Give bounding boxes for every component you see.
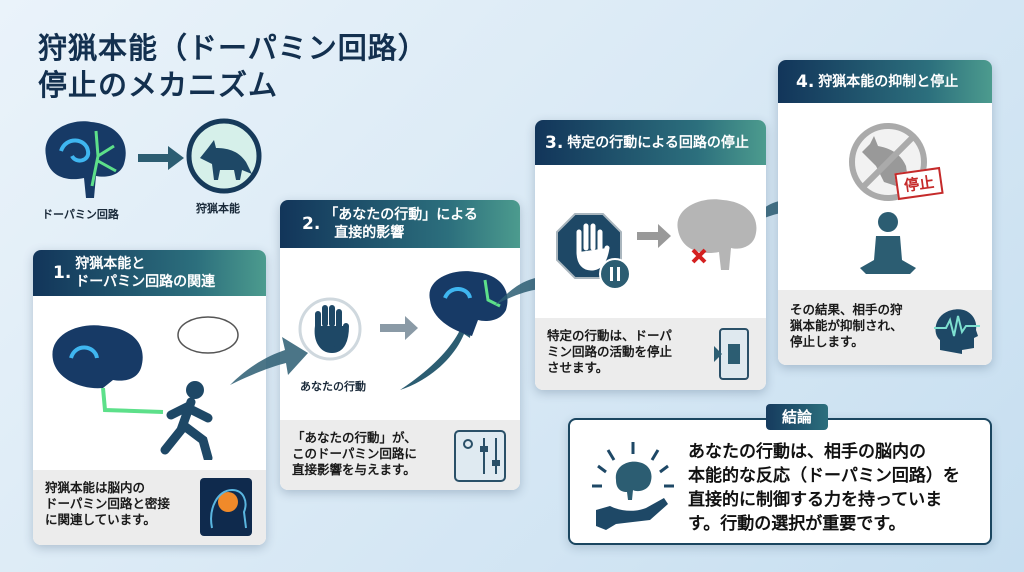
stop-hand-pause-icon [556, 213, 631, 290]
switch-off-icon [714, 328, 749, 380]
conclusion-text: あなたの行動は、相手の脳内の 本能的な反応（ドーパミン回路）を 直接的に制御する… [688, 442, 960, 534]
head-brainwave-icon [934, 309, 980, 354]
arrow-icon [138, 146, 184, 170]
step-2-card: 2. 「あなたの行動」による直接的影響 あなたの行動 「あなたの行動」が、 この… [280, 200, 520, 490]
step-1-header: 1. 狩猟本能とドーパミン回路の関連 [33, 250, 266, 296]
step-3-card: 3. 特定の行動による回路の停止 特定の行動は、ドーパ ミン回路の活動を停止 さ… [535, 120, 766, 390]
conclusion-tag: 結論 [766, 404, 828, 430]
head-brain-glow-icon [200, 478, 252, 536]
arrows-to-brain-icon [380, 271, 508, 390]
step-4-header: 4. 狩猟本能の抑制と停止 [778, 60, 992, 103]
page-title: 狩猟本能（ドーパミン回路） 停止のメカニズム [38, 31, 428, 102]
hand-holding-brain-icon [592, 442, 674, 530]
step-4-card: 4. 狩猟本能の抑制と停止 停止 その結果、相手の狩 猟本能が抑制され、 停止し… [778, 60, 992, 365]
hand-action-icon [298, 297, 362, 361]
control-panel-icon [454, 430, 506, 482]
step-2-description: 「あなたの行動」が、 このドーパミン回路に 直接影響を与えます。 [280, 420, 520, 490]
meditation-person-icon [860, 212, 916, 274]
brain-icon [45, 121, 126, 198]
step-3-description: 特定の行動は、ドーパ ミン回路の活動を停止 させます。 [535, 318, 766, 390]
flow-arrow-icon [230, 337, 308, 385]
step-1-card: 1. 狩猟本能とドーパミン回路の関連 狩猟本能は脳内の ドーパミン回路と密接 に… [33, 250, 266, 545]
wolf-icon [186, 118, 262, 194]
step-4-description: その結果、相手の狩 猟本能が抑制され、 停止します。 [778, 290, 992, 365]
step-1-description: 狩猟本能は脳内の ドーパミン回路と密接 に関連しています。 [33, 470, 266, 545]
step-3-header: 3. 特定の行動による回路の停止 [535, 120, 766, 165]
step-2-header: 2. 「あなたの行動」による直接的影響 [280, 200, 520, 248]
disabled-brain-icon [637, 199, 757, 270]
conclusion-box: あなたの行動は、相手の脳内の 本能的な反応（ドーパミン回路）を 直接的に制御する… [568, 418, 992, 545]
hunting-instinct-label: 狩猟本能 [196, 202, 240, 215]
stop-stamp: 停止 [894, 166, 944, 201]
dopamine-circuit-label: ドーパミン回路 [42, 208, 119, 221]
brain-running-person-icon [52, 316, 239, 460]
your-action-label: あなたの行動 [300, 380, 366, 393]
